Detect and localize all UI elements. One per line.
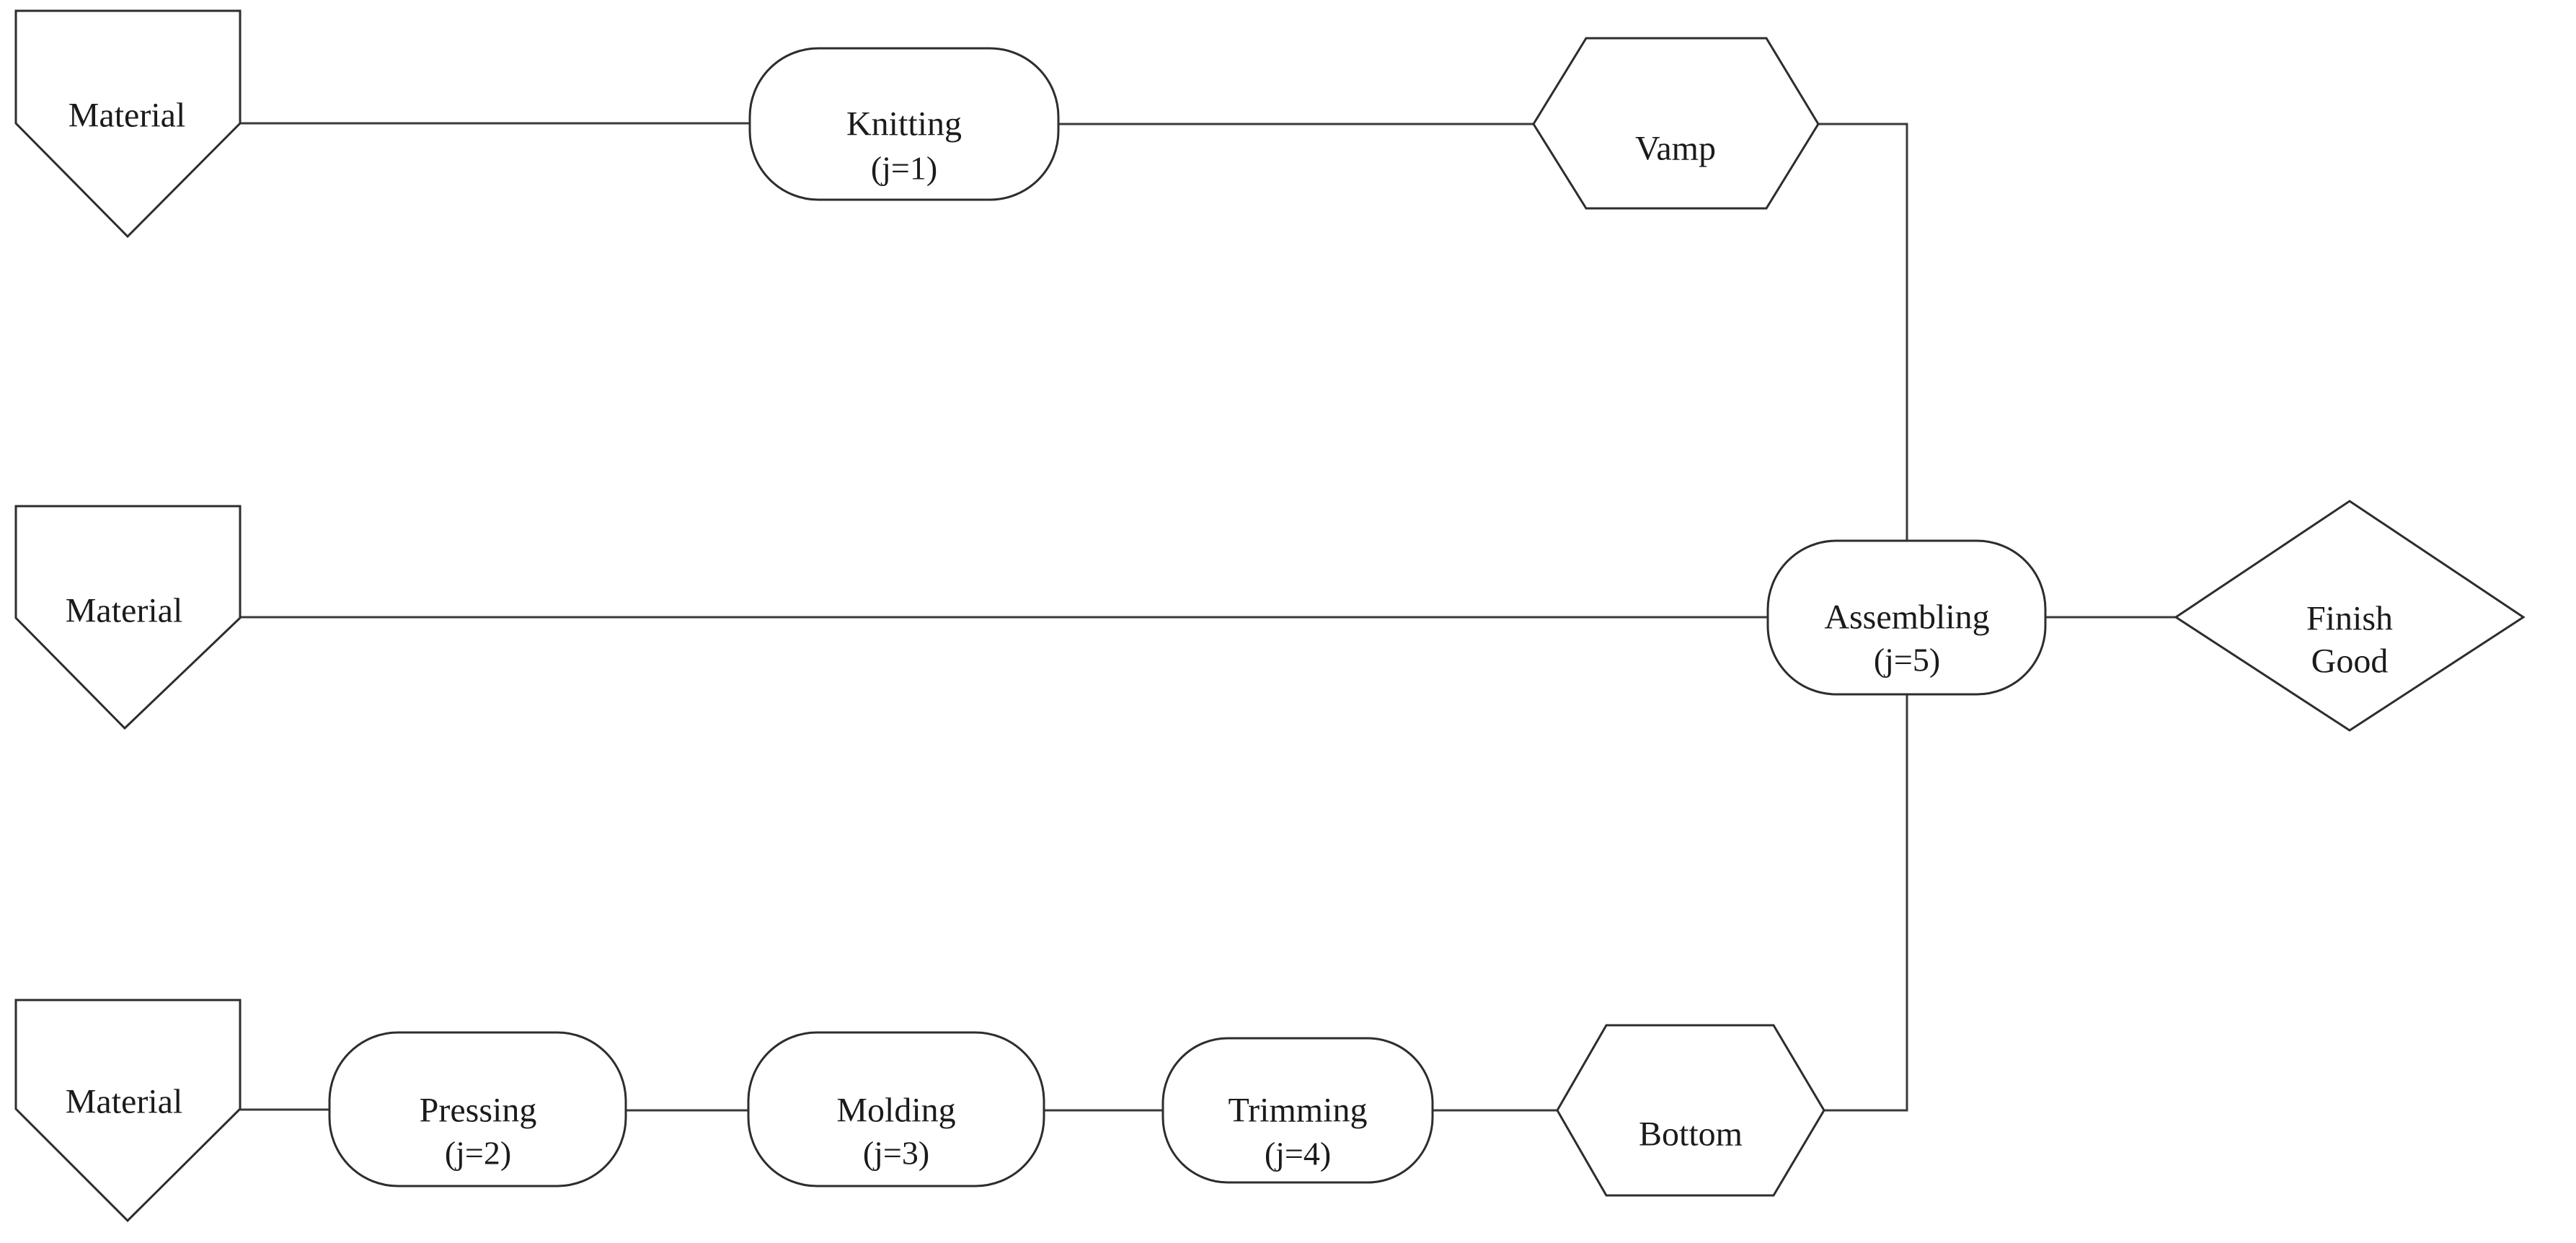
pressing-label: Pressing	[420, 1092, 537, 1130]
finish-good-diamond-shape	[2174, 500, 2526, 732]
material-top-label: Material	[68, 97, 186, 135]
assembling-rounded-rect-shape	[1766, 539, 2047, 696]
connector-vamp-to-assembling	[1818, 123, 1908, 541]
process-node-molding: Molding (j=3)	[747, 1031, 1045, 1187]
pressing-sublabel: (j=2)	[445, 1135, 511, 1172]
assembling-label: Assembling	[1824, 598, 1989, 637]
finish-good-label-line1: Finish	[2306, 600, 2393, 638]
molding-sublabel: (j=3)	[863, 1135, 929, 1172]
connector-bottom-to-assembling	[1824, 694, 1908, 1112]
material-middle-pentagon-shape	[14, 505, 242, 730]
knitting-rounded-rect-shape	[748, 47, 1060, 201]
material-bottom-pentagon-shape	[14, 999, 242, 1223]
vamp-hexagon-shape	[1532, 37, 1820, 210]
bottom-hexagon-shape	[1556, 1024, 1825, 1197]
knitting-sublabel: (j=1)	[871, 150, 937, 187]
trimming-rounded-rect-shape	[1161, 1037, 1434, 1184]
process-node-assembling: Assembling (j=5)	[1766, 539, 2047, 696]
pressing-rounded-rect-shape	[328, 1031, 627, 1187]
bottom-label: Bottom	[1639, 1115, 1743, 1154]
molding-label: Molding	[836, 1092, 955, 1130]
molding-rounded-rect-shape	[747, 1031, 1045, 1187]
trimming-label: Trimming	[1229, 1092, 1368, 1130]
process-node-knitting: Knitting (j=1)	[748, 47, 1060, 201]
process-node-pressing: Pressing (j=2)	[328, 1031, 627, 1187]
material-middle-label: Material	[66, 592, 183, 630]
material-top-pentagon-shape	[14, 9, 242, 239]
finish-good-label-line2: Good	[2311, 642, 2389, 681]
material-bottom-label: Material	[66, 1083, 183, 1121]
component-node-vamp: Vamp	[1532, 37, 1820, 210]
assembling-sublabel: (j=5)	[1874, 642, 1940, 678]
knitting-label: Knitting	[846, 105, 962, 143]
input-node-material-middle: Material	[14, 505, 242, 730]
input-node-material-bottom: Material	[14, 999, 242, 1223]
process-node-trimming: Trimming (j=4)	[1161, 1037, 1434, 1184]
input-node-material-top: Material	[14, 9, 242, 239]
vamp-label: Vamp	[1635, 130, 1716, 168]
output-node-finish-good: Finish Good	[2174, 500, 2526, 732]
component-node-bottom: Bottom	[1556, 1024, 1825, 1197]
trimming-sublabel: (j=4)	[1265, 1136, 1331, 1172]
